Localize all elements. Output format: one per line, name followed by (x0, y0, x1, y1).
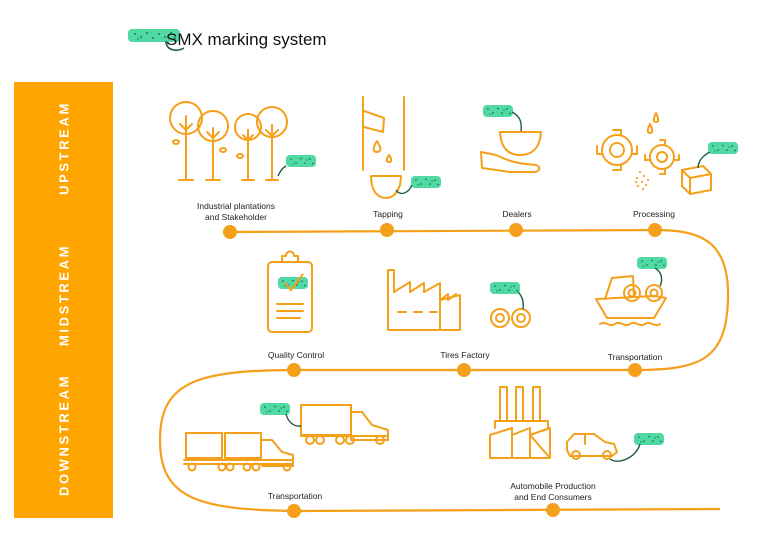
trucks-icon (183, 404, 389, 472)
stream-bar (14, 82, 113, 518)
flow-path (158, 228, 730, 513)
stage-label-tapping: Tapping (373, 209, 403, 219)
stage-label-quality-control: Quality Control (267, 350, 325, 360)
stage-label-transportation-ship: Transportation (607, 352, 663, 362)
stage-label-processing: Processing (632, 209, 676, 219)
legend (126, 26, 186, 56)
stage-dot-quality-control[interactable] (287, 363, 301, 377)
stage-dot-tapping[interactable] (380, 223, 394, 237)
smx-marker-icon (634, 433, 664, 445)
smx-marker-icon (260, 403, 290, 415)
stage-dot-processing[interactable] (648, 223, 662, 237)
smx-marker-icon (483, 105, 513, 117)
legend-label: SMX marking system (166, 30, 327, 49)
smx-marker-icon (411, 176, 441, 188)
stage-dot-transportation-ship[interactable] (628, 363, 642, 377)
stage-label-line: and Stakeholder (205, 212, 267, 222)
car-factory-icon (489, 386, 618, 460)
hand-bowl-icon (480, 131, 542, 173)
stage-label-line: and End Consumers (514, 492, 592, 502)
stage-label-plantations: Industrial plantations and Stakeholder (197, 201, 275, 223)
stage-dot-transportation-trucks[interactable] (287, 504, 301, 518)
tire-factory-icon (387, 269, 531, 331)
smx-marker-icon (637, 257, 667, 269)
clipboard-check-icon (267, 250, 313, 333)
smx-marker-icon (128, 29, 185, 51)
stage-label-line: Automobile Production (510, 481, 596, 491)
stage-dot-tires-factory[interactable] (457, 363, 471, 377)
trees-icon (169, 101, 288, 181)
smx-marker-icon (286, 155, 316, 167)
stage-dot-dealers[interactable] (509, 223, 523, 237)
stage-label-line: Industrial plantations (197, 201, 275, 211)
granules (634, 170, 650, 191)
stage-label-automobile: Automobile Production and End Consumers (510, 481, 596, 503)
smx-marker-icon (490, 282, 520, 294)
smx-marker-icon (708, 142, 738, 154)
stage-label-dealers: Dealers (502, 209, 532, 219)
stage-label-transportation-trucks: Transportation (267, 491, 323, 501)
latex-tapping-icon (362, 96, 405, 199)
ship-icon (595, 275, 667, 327)
smx-markers (260, 105, 738, 462)
stage-dot-automobile[interactable] (546, 503, 560, 517)
gears-box-icon (596, 112, 712, 195)
stage-dot-plantations[interactable] (223, 225, 237, 239)
stage-label-tires-factory: Tires Factory (440, 350, 490, 360)
